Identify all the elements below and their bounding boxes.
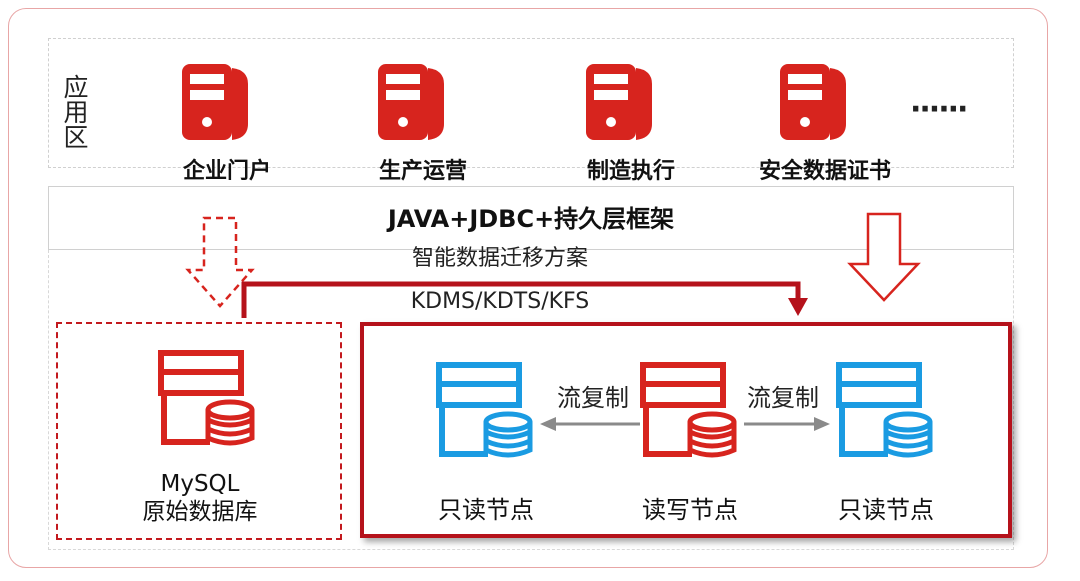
replication-arrow-left (540, 417, 640, 431)
migration-solution-label: 智能数据迁移方案 (411, 246, 588, 271)
server-icon (586, 64, 652, 140)
database-icon (640, 362, 737, 458)
replication-label-right: 流复制 (747, 384, 819, 412)
database-icon (436, 362, 533, 458)
dashed-down-arrow (185, 216, 255, 308)
readwrite-node-label: 读写节点 (642, 496, 738, 524)
application-zone (48, 38, 1014, 168)
source-database-label: MySQL 原始数据库 (70, 470, 330, 526)
diagram-frame (8, 8, 1048, 568)
database-icon (836, 362, 933, 458)
database-icon (158, 350, 255, 446)
source-database-name: MySQL (160, 471, 240, 497)
hollow-down-arrow (847, 212, 921, 302)
replication-arrow-right (744, 417, 830, 431)
application-zone-label: 应用区 (60, 74, 89, 149)
framework-label: JAVA+JDBC+持久层框架 (387, 205, 675, 233)
source-database-desc: 原始数据库 (142, 499, 258, 525)
target-cluster-box (360, 322, 1012, 538)
readonly-node-label-right: 只读节点 (838, 496, 934, 524)
app-label-portal: 企业门户 (182, 159, 271, 184)
migration-arrow (241, 281, 808, 318)
server-icon (182, 64, 248, 140)
app-label-manufacturing: 制造执行 (586, 159, 675, 184)
database-zone (48, 250, 1014, 550)
more-apps-ellipsis: ······ (910, 92, 968, 127)
app-label-security-cert: 安全数据证书 (758, 159, 891, 184)
migration-tools-label: KDMS/KDTS/KFS (410, 289, 590, 314)
server-icon (378, 64, 444, 140)
server-icon (780, 64, 846, 140)
source-database-box (56, 322, 342, 540)
readonly-node-label-left: 只读节点 (438, 496, 534, 524)
replication-label-left: 流复制 (557, 384, 629, 412)
app-label-production: 生产运营 (378, 159, 467, 184)
